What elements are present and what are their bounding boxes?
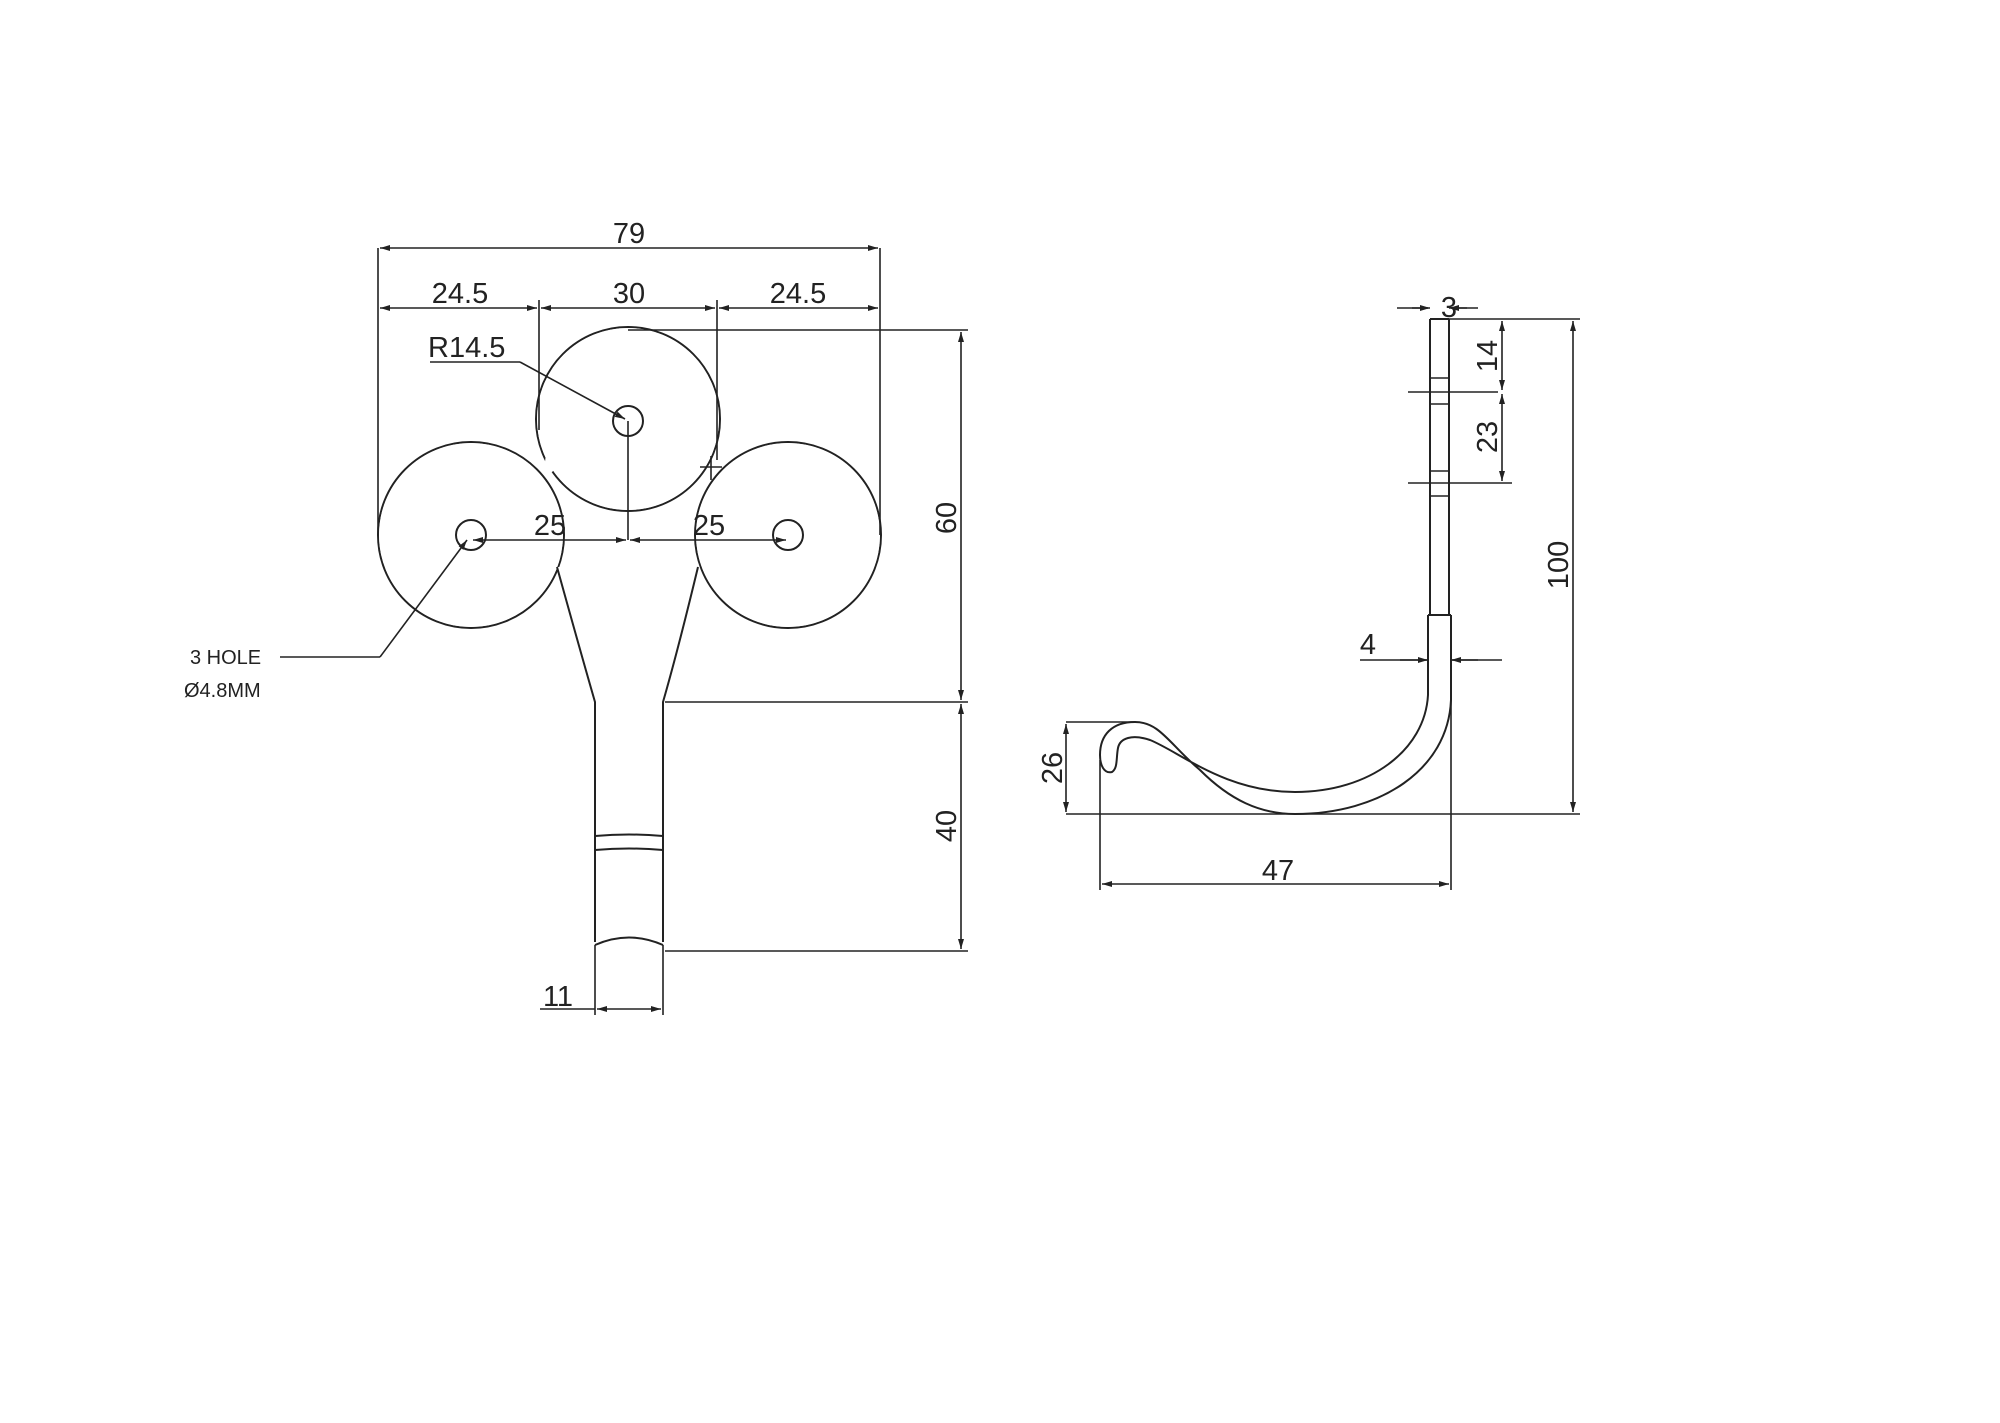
dim-hole-pitch: 23 xyxy=(1472,421,1504,453)
side-view: 3 14 23 100 4 26 47 xyxy=(1037,292,1580,890)
hole-note-diameter: Ø4.8MM xyxy=(184,680,261,702)
dim-hole-spacing-left: 25 xyxy=(534,510,566,542)
dim-right-width: 24.5 xyxy=(770,278,826,310)
front-view: 79 24.5 30 24.5 R14.5 25 25 60 40 11 3 H… xyxy=(184,218,968,1015)
hole-left xyxy=(455,519,487,551)
trefoil-head-outline xyxy=(377,326,882,629)
dim-hook-rise: 26 xyxy=(1037,752,1069,784)
dim-overall-height: 100 xyxy=(1543,541,1575,589)
hole-right xyxy=(772,519,804,551)
dim-left-width: 24.5 xyxy=(432,278,488,310)
dim-head-height: 60 xyxy=(931,502,963,534)
dim-overall-width: 79 xyxy=(613,218,645,250)
dim-stem-length: 40 xyxy=(931,810,963,842)
dim-hole-spacing-right: 25 xyxy=(693,510,725,542)
dim-radius: R14.5 xyxy=(428,332,505,364)
dim-hook-thickness: 4 xyxy=(1360,629,1376,661)
hole-note-count: 3 HOLE xyxy=(190,647,261,669)
stem xyxy=(556,566,699,951)
dim-plate-thickness: 3 xyxy=(1441,292,1457,324)
dim-middle-width: 30 xyxy=(613,278,645,310)
dim-stem-width: 11 xyxy=(543,981,573,1013)
dim-hook-projection: 47 xyxy=(1262,855,1294,887)
dim-hole1-offset: 14 xyxy=(1472,340,1504,372)
